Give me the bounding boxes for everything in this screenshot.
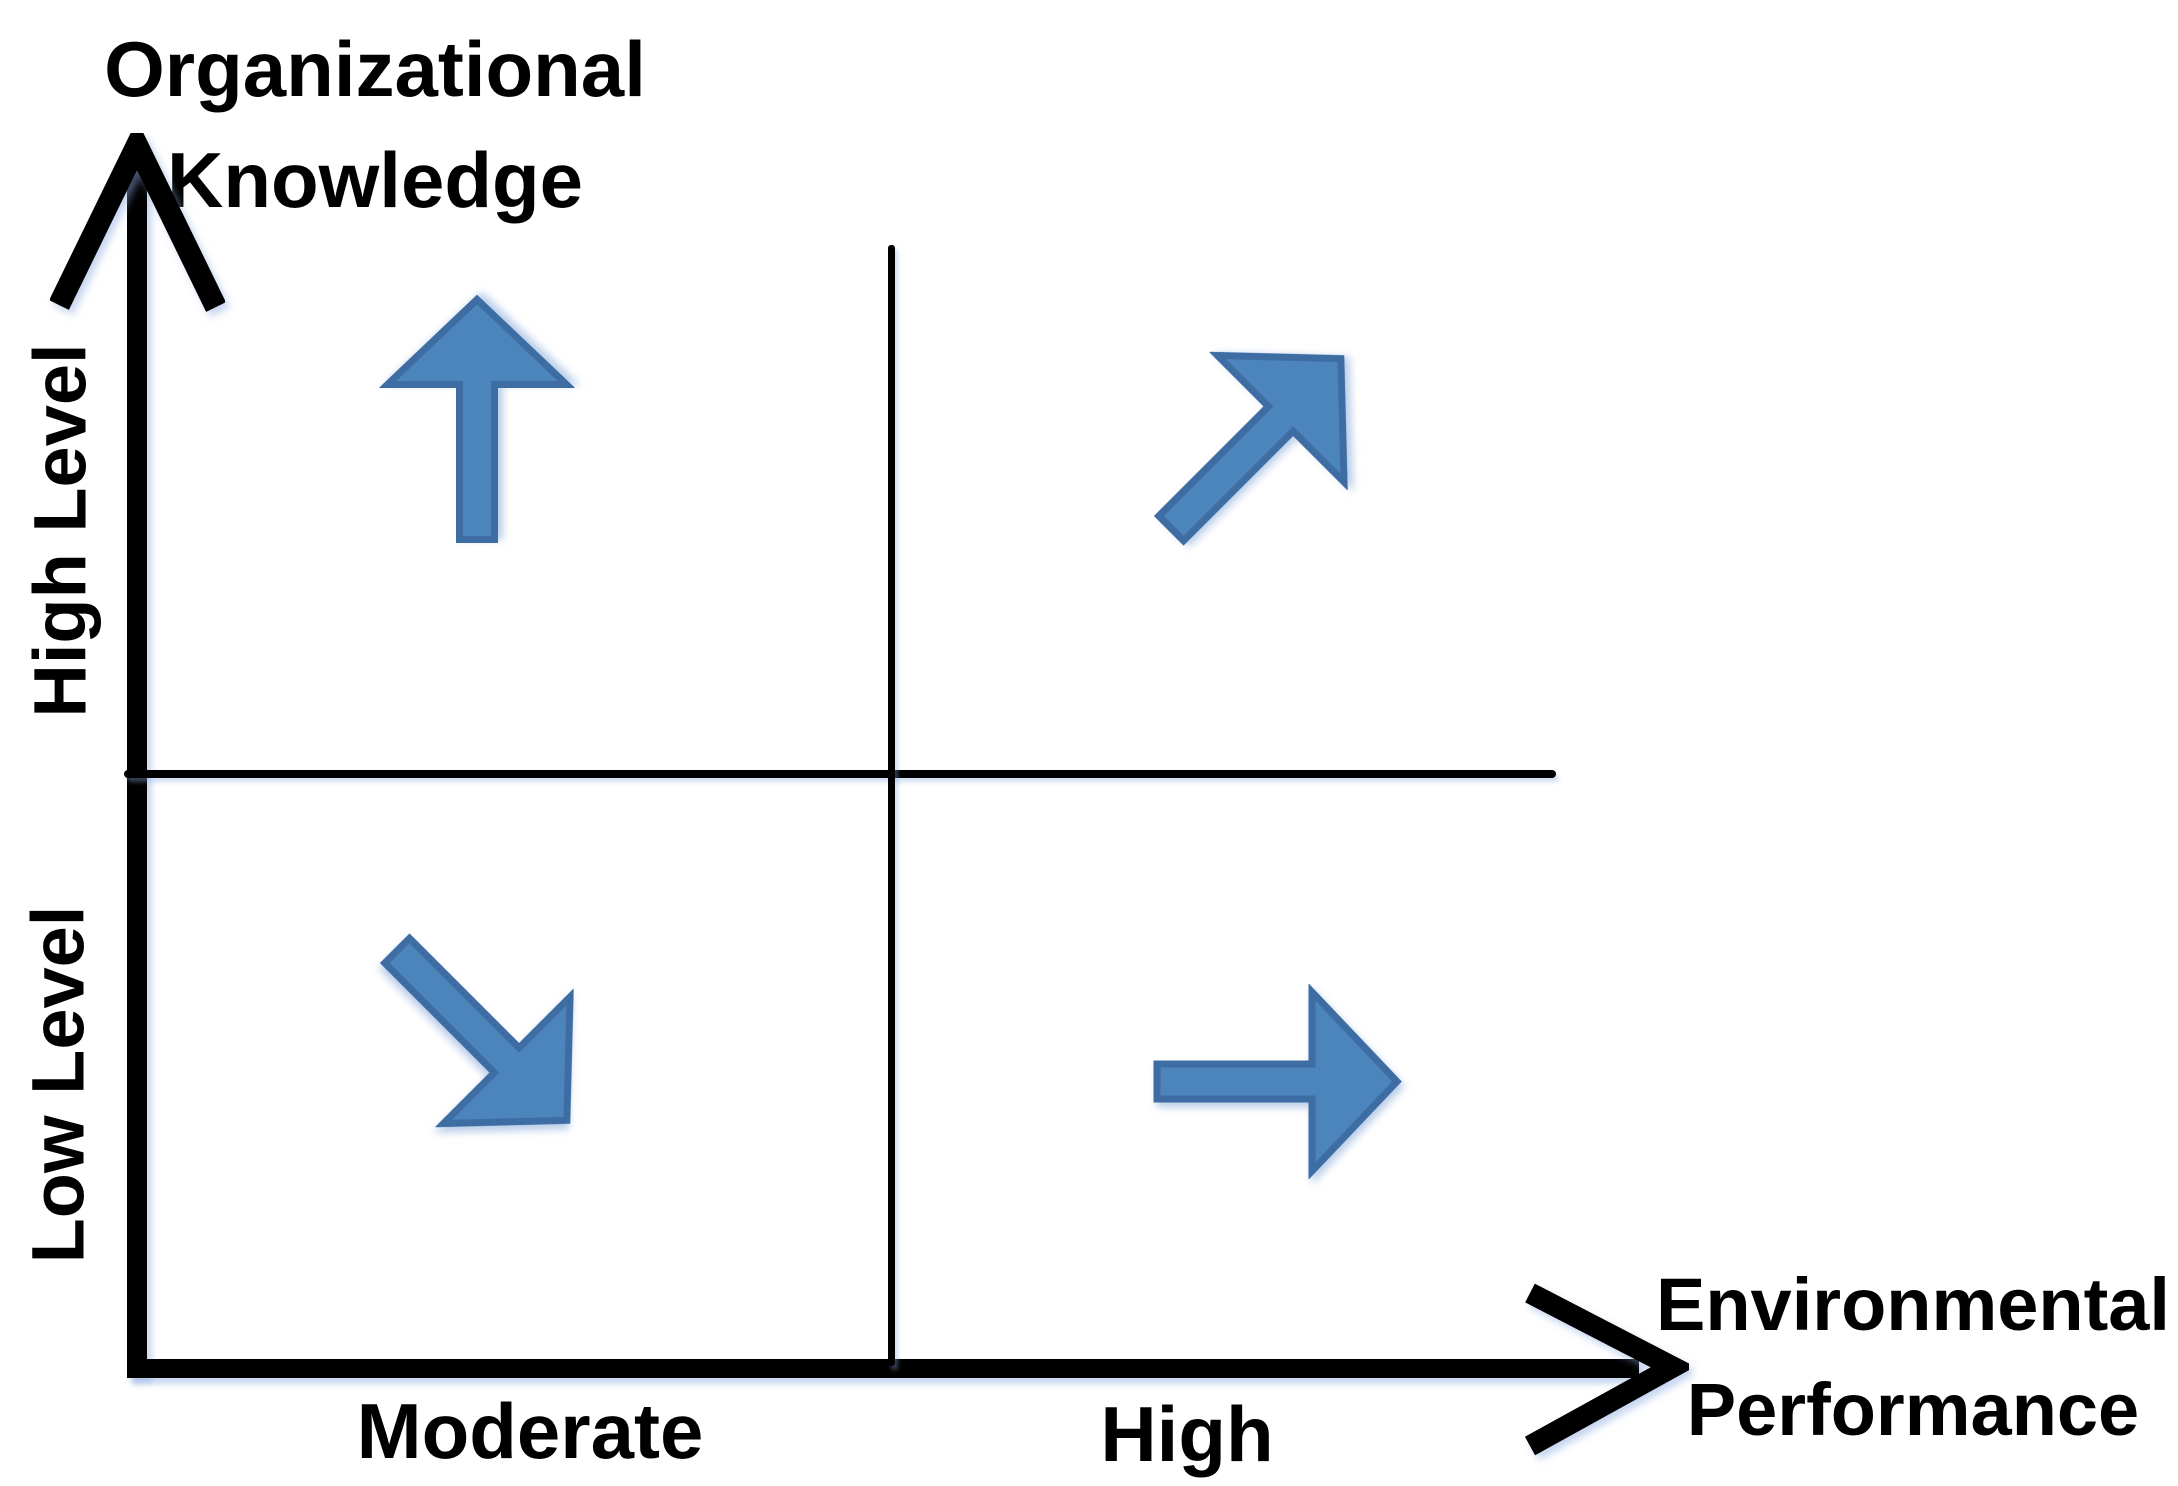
y-axis-arrowhead-icon bbox=[50, 133, 225, 312]
y-axis-label-high-level: High Level bbox=[18, 343, 102, 718]
y-axis-title-line1: Organizational bbox=[104, 25, 646, 113]
x-axis-arrowhead-icon bbox=[1524, 1283, 1689, 1456]
x-axis-title-line2: Performance bbox=[1686, 1368, 2140, 1452]
x-axis-label-high: High bbox=[1100, 1390, 1274, 1478]
arrow-right-icon bbox=[1153, 984, 1402, 1179]
y-axis-title-line2: Knowledge bbox=[166, 135, 583, 224]
x-axis-title-line1: Environmental bbox=[1656, 1263, 2170, 1346]
y-axis-title: Organizational Knowledge bbox=[95, 14, 655, 236]
arrow-up-right-icon bbox=[1153, 351, 1348, 546]
arrow-up-icon bbox=[379, 294, 575, 543]
x-axis-line bbox=[127, 1359, 1639, 1378]
y-axis-label-low-level: Low Level bbox=[16, 905, 100, 1264]
horizontal-divider-line bbox=[124, 770, 1556, 778]
arrow-down-right-icon bbox=[379, 933, 574, 1128]
x-axis-title: Environmental Performance bbox=[1648, 1252, 2178, 1462]
vertical-divider-line bbox=[888, 245, 895, 1366]
x-axis-label-moderate: Moderate bbox=[356, 1387, 704, 1475]
